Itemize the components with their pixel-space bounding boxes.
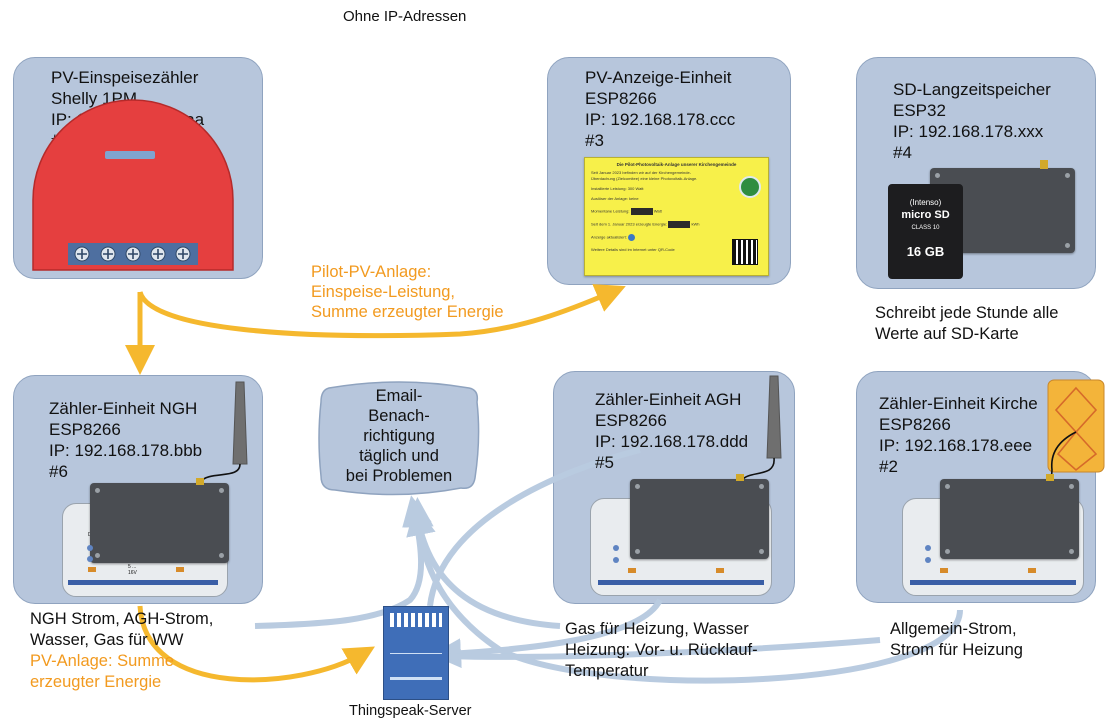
sd-store-caption: Schreibt jede Stunde alle Werte auf SD-K…: [875, 303, 1058, 345]
arrow-server-to-display: [427, 447, 641, 607]
qr-code-icon: [732, 239, 758, 265]
unit-number: #4: [893, 143, 912, 162]
email-line: bei Problemen: [345, 467, 453, 485]
unit-ip: IP: 192.168.178.aaa: [51, 110, 205, 129]
board-label: 5 ... 16V: [128, 564, 137, 576]
arrow-kirche-to-email: [403, 497, 963, 684]
thingspeak-server-label: Thingspeak-Server: [349, 703, 472, 719]
screen-energy-row: Seit dem 1. Januar 2023 erzeugte Energie…: [591, 221, 762, 228]
caption-line: Wasser, Gas für WW: [30, 631, 184, 649]
pv-display-screen: Die Pilot-Photovoltaik-Anlage unserer Ki…: [584, 157, 769, 276]
pv-arrow-label: Pilot-PV-Anlage: Einspeise-Leistung, Sum…: [311, 262, 504, 322]
agh-enclosure: [630, 479, 769, 559]
pv-arrow-label-line: Summe erzeugter Energie: [311, 303, 504, 321]
unit-number: #5: [595, 453, 614, 472]
unit-number: #6: [49, 462, 68, 481]
agh-text: Zähler-Einheit AGH ESP8266 IP: 192.168.1…: [595, 389, 748, 473]
kirche-enclosure: [940, 479, 1079, 559]
kirche-text: Zähler-Einheit Kirche ESP8266 IP: 192.16…: [879, 393, 1038, 477]
screen-title: Die Pilot-Photovoltaik-Anlage unserer Ki…: [616, 162, 737, 167]
ngh-caption: NGH Strom, AGH-Strom, Wasser, Gas für WW…: [30, 609, 213, 693]
screen-line: Auslöser der Anlage: keine: [591, 196, 639, 201]
email-line: täglich und: [359, 447, 439, 465]
unit-ip: IP: 192.168.178.ddd: [595, 432, 749, 451]
power-led-display: [630, 208, 653, 215]
sd-card: (Intenso) micro SD CLASS 10 16 GB: [888, 184, 963, 279]
screen-line: Momentane Leistung:: [591, 208, 630, 214]
pv-arrow-label-line: Pilot-PV-Anlage:: [311, 263, 432, 281]
update-led: [627, 234, 635, 241]
unit-number: #2: [879, 457, 898, 476]
unit-name: PV-Einspeisezähler: [51, 68, 199, 87]
screen-unit: kWh: [691, 221, 700, 227]
email-bubble-shape: [318, 381, 480, 496]
caption-line: Temperatur: [565, 662, 649, 680]
sd-card-type: micro SD: [901, 209, 950, 221]
email-line: Benach-: [368, 407, 430, 425]
screen-line: Überdachung (Zielcomitee) eine kleine Ph…: [591, 176, 698, 181]
email-line: Email-: [375, 387, 423, 405]
caption-line: Strom für Heizung: [890, 641, 1023, 659]
screen-line: Seit dem 1. Januar 2023 erzeugte Energie…: [591, 221, 668, 227]
unit-number: #3: [585, 131, 604, 150]
agh-caption: Gas für Heizung, Wasser Heizung: Vor- u.…: [565, 619, 758, 682]
email-bubble: Email- Benach- richtigung täglich und be…: [315, 378, 483, 498]
antenna-connector-icon: [1040, 160, 1048, 169]
unit-model: ESP32: [893, 101, 946, 120]
unit-ip: IP: 192.168.178.bbb: [49, 441, 203, 460]
screen-update-row: Anzeige aktualisiert:: [591, 234, 762, 241]
caption-line: Heizung: Vor- u. Rücklauf-: [565, 641, 758, 659]
unit-name: Zähler-Einheit NGH: [49, 399, 198, 418]
caption-line: NGH Strom, AGH-Strom,: [30, 610, 214, 628]
unit-name: SD-Langzeitspeicher: [893, 80, 1051, 99]
arrow-kirche-to-server: [445, 637, 881, 660]
unit-name: PV-Anzeige-Einheit: [585, 68, 732, 87]
email-line: richtigung: [363, 427, 435, 445]
sd-card-class: CLASS 10: [911, 225, 940, 231]
unit-model: ESP8266: [595, 411, 667, 430]
sd-card-brand: (Intenso): [909, 198, 942, 207]
pv-arrow-label-line: Einspeise-Leistung,: [311, 283, 456, 301]
unit-ip: IP: 192.168.178.ccc: [585, 110, 736, 129]
arrow-ngh-to-server: [137, 605, 375, 683]
screen-power-row: Momentane Leistung: Watt: [591, 208, 762, 215]
unit-ip: IP: 192.168.178.eee: [879, 436, 1033, 455]
ngh-enclosure: [90, 483, 229, 563]
pv-meter-text: PV-Einspeisezähler Shelly 1PM IP: 192.16…: [51, 67, 204, 151]
unit-ip: IP: 192.168.178.xxx: [893, 122, 1044, 141]
diagram-title: Ohne IP-Adressen: [343, 8, 467, 25]
arrow-pv-to-display: [137, 284, 626, 339]
screen-line: Seit Januar 2023 befinden wir auf der Ki…: [591, 170, 692, 175]
energy-led-display: [668, 221, 691, 228]
pv-display-text: PV-Anzeige-Einheit ESP8266 IP: 192.168.1…: [585, 67, 735, 151]
screen-line: Anzeige aktualisiert:: [591, 234, 627, 240]
unit-model: ESP8266: [879, 415, 951, 434]
caption-line: Gas für Heizung, Wasser: [565, 620, 749, 638]
kirche-caption: Allgemein-Strom, Strom für Heizung: [890, 619, 1023, 661]
caption-line: Werte auf SD-Karte: [875, 325, 1019, 343]
unit-model: Shelly 1PM: [51, 89, 137, 108]
screen-line: Weitere Details sind im Internet unter Q…: [591, 247, 675, 252]
arrow-agh-to-server: [431, 598, 663, 669]
solar-logo-icon: [739, 176, 761, 198]
unit-name: Zähler-Einheit AGH: [595, 390, 742, 409]
screen-line: Installierte Leistung: 300 Watt: [591, 186, 644, 191]
sd-card-size: 16 GB: [906, 244, 945, 259]
caption-line: PV-Anlage: Summe: [30, 652, 174, 670]
sd-store-text: SD-Langzeitspeicher ESP32 IP: 192.168.17…: [893, 79, 1051, 163]
unit-model: ESP8266: [49, 420, 121, 439]
screen-unit: Watt: [653, 208, 662, 214]
ngh-text: Zähler-Einheit NGH ESP8266 IP: 192.168.1…: [49, 398, 202, 482]
email-text: Email- Benach- richtigung täglich und be…: [315, 386, 483, 486]
unit-name: Zähler-Einheit Kirche: [879, 394, 1038, 413]
caption-line: Schreibt jede Stunde alle: [875, 304, 1059, 322]
unit-number: #1: [51, 131, 70, 150]
thingspeak-server-icon: [383, 606, 449, 700]
unit-model: ESP8266: [585, 89, 657, 108]
caption-line: erzeugter Energie: [30, 673, 162, 691]
caption-line: Allgemein-Strom,: [890, 620, 1017, 638]
